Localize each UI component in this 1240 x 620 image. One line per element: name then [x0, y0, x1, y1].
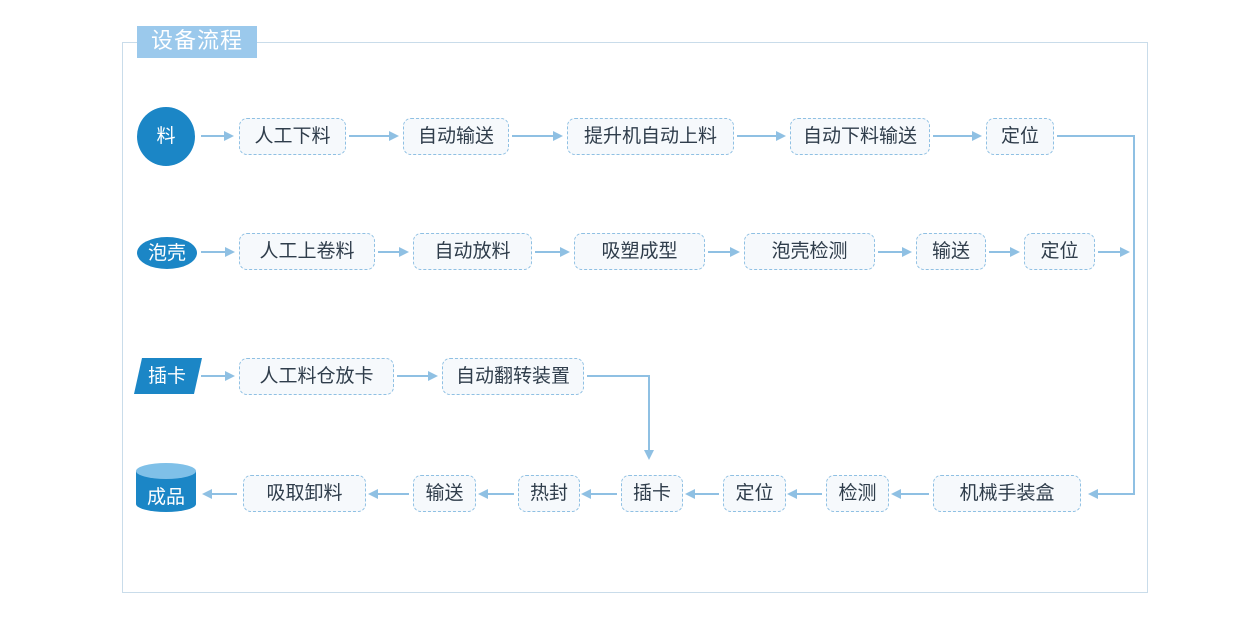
diagram-title: 设备流程: [137, 26, 257, 58]
step-auto-unload-convey: 自动下料输送: [790, 118, 930, 155]
step-position-1: 定位: [986, 118, 1054, 155]
step-elevator-load: 提升机自动上料: [567, 118, 734, 155]
step-position-4: 定位: [723, 475, 786, 512]
source-paoke: 泡壳: [137, 237, 197, 269]
loop-down: [587, 375, 654, 460]
step-heat-seal: 热封: [518, 475, 580, 512]
step-auto-feed: 自动放料: [413, 233, 532, 270]
step-auto-flip-device: 自动翻转装置: [442, 358, 584, 395]
loop-right: [1057, 135, 1135, 499]
step-robot-boxing: 机械手装盒: [933, 475, 1081, 512]
step-vacuum-forming: 吸塑成型: [574, 233, 705, 270]
step-inspection-4: 检测: [826, 475, 889, 512]
source-chengpin: 成品: [146, 486, 185, 508]
diagram-frame: [122, 42, 1148, 593]
step-auto-convey: 自动输送: [403, 118, 509, 155]
step-manual-unload: 人工下料: [239, 118, 346, 155]
step-convey-2: 输送: [916, 233, 986, 270]
step-manual-roll-load: 人工上卷料: [239, 233, 375, 270]
step-blister-inspection: 泡壳检测: [744, 233, 875, 270]
source-chaka: 插卡: [147, 365, 186, 387]
step-convey-4: 输送: [413, 475, 476, 512]
step-manual-card-hopper: 人工料仓放卡: [239, 358, 394, 395]
source-liao: 料: [137, 107, 195, 166]
step-insert-card: 插卡: [621, 475, 683, 512]
step-suction-unload: 吸取卸料: [243, 475, 366, 512]
step-position-2: 定位: [1024, 233, 1095, 270]
